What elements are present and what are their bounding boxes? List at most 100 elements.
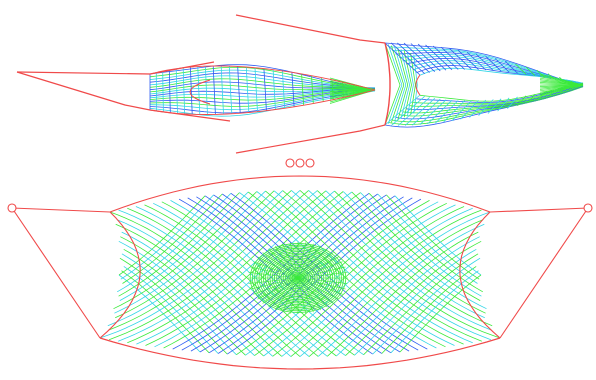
mesh-strand	[390, 270, 479, 354]
mesh-core-spoke	[297, 243, 314, 279]
mesh-strand	[419, 99, 447, 125]
mesh-core-spoke	[253, 261, 299, 279]
mesh-strand	[345, 240, 482, 356]
mesh-strand	[136, 190, 335, 345]
anchor-ring-icon	[583, 203, 593, 213]
mesh-strand	[504, 60, 518, 74]
mesh-core-spoke	[297, 277, 346, 290]
mesh-strand	[412, 98, 441, 126]
mesh-strand	[175, 68, 178, 114]
mesh-strand	[168, 69, 171, 113]
mesh-strand	[443, 100, 465, 123]
mesh-strand	[108, 190, 292, 331]
mesh-strand	[457, 49, 479, 70]
mesh-strand	[181, 193, 378, 351]
mesh-strand	[311, 75, 314, 104]
mesh-strand	[398, 54, 584, 86]
mesh-strand	[237, 66, 241, 114]
mesh-strand	[327, 231, 479, 357]
mesh-strand	[163, 192, 361, 349]
mesh-strand	[321, 77, 324, 102]
mesh-core-spoke	[268, 277, 299, 308]
mesh-strand	[127, 190, 327, 344]
mesh-strand	[263, 204, 456, 357]
mesh-strand	[220, 65, 224, 115]
mesh-strand	[342, 191, 487, 310]
mesh-strand	[236, 200, 430, 356]
mesh-core-spoke	[282, 277, 299, 313]
mesh-strand	[282, 70, 286, 109]
mesh-core-spoke	[289, 242, 299, 279]
mesh-strand	[390, 42, 425, 74]
tether-line	[11, 207, 101, 339]
mesh-strand	[515, 63, 527, 75]
mesh-strand	[118, 190, 318, 342]
boundary-line	[149, 65, 376, 91]
suspended-net-mesh	[7, 158, 593, 370]
mesh-strand	[405, 83, 584, 111]
mesh-strand	[517, 95, 527, 107]
mesh-core-spoke	[275, 245, 299, 279]
mesh-strand	[272, 69, 276, 110]
mesh-strand	[404, 98, 436, 126]
mesh-strand	[123, 266, 219, 354]
mesh-strand	[407, 51, 414, 117]
boundary-line	[384, 42, 391, 126]
boundary-line	[235, 14, 386, 44]
mesh-core-spoke	[248, 277, 299, 284]
mesh-strand	[432, 45, 459, 70]
mesh-strand	[539, 84, 584, 96]
mesh-strand	[395, 85, 584, 120]
mesh-strand	[115, 223, 283, 357]
mesh-strand	[451, 100, 472, 121]
mesh-strand	[149, 64, 376, 92]
mesh-core-spoke	[262, 252, 299, 279]
mesh-strand	[281, 207, 473, 357]
mesh-strand	[391, 95, 425, 126]
mesh-strand	[363, 253, 479, 355]
mesh-strand	[308, 190, 492, 331]
mesh-strand	[120, 236, 264, 357]
anchor-ring-icon	[285, 158, 295, 168]
mesh-strand	[384, 42, 421, 76]
mesh-strand	[290, 209, 482, 357]
mesh-strand	[99, 190, 301, 339]
mesh-strand	[190, 66, 193, 115]
mesh-strand	[282, 190, 482, 342]
mesh-strand	[384, 42, 584, 88]
mesh-strand	[478, 99, 494, 116]
mesh-strand	[495, 58, 510, 73]
mesh-core-spoke	[297, 277, 328, 308]
mesh-strand	[388, 46, 584, 87]
mesh-strand	[123, 248, 246, 356]
mesh-strand	[291, 72, 295, 107]
mesh-strand	[351, 191, 481, 301]
boundary-line	[149, 89, 376, 115]
mesh-strand	[317, 223, 485, 357]
mesh-strand	[460, 100, 479, 120]
mesh-strand	[416, 82, 584, 103]
mesh-strand	[384, 42, 401, 126]
mesh-strand	[400, 49, 410, 119]
mesh-strand	[394, 46, 407, 122]
mesh-strand	[386, 194, 480, 280]
mesh-core-spoke	[262, 277, 299, 304]
mesh-core-spoke	[297, 256, 339, 279]
boundary-line	[235, 124, 386, 154]
mesh-strand	[113, 191, 258, 310]
mesh-core-spoke	[297, 245, 321, 279]
mesh-strand	[377, 193, 478, 284]
boundary-line	[459, 211, 501, 339]
mesh-strand	[419, 82, 584, 102]
mesh-core-spoke	[297, 242, 307, 279]
mesh-strand	[525, 66, 536, 76]
mesh-strand	[212, 65, 216, 115]
mesh-strand	[325, 190, 485, 319]
mesh-strand	[272, 206, 465, 357]
mesh-strand	[397, 97, 430, 126]
boundary-line	[109, 175, 491, 213]
mesh-strand	[119, 257, 228, 355]
mesh-core-spoke	[297, 277, 314, 313]
mesh-core-spoke	[268, 248, 299, 279]
